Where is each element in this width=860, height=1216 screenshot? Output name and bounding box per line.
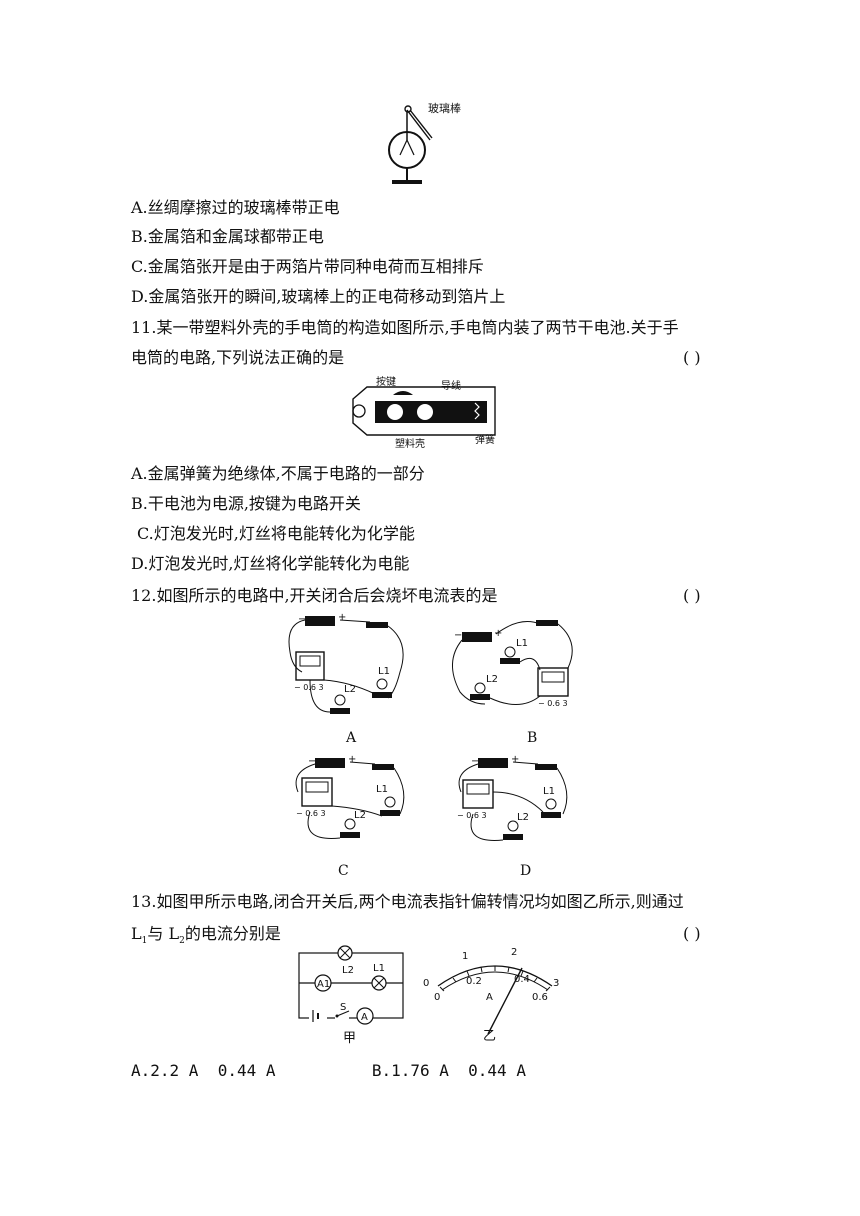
dial-inner-tick-2: 0.4 <box>514 974 530 985</box>
spring-label: 弹簧 <box>475 433 495 446</box>
svg-text:+: + <box>511 754 519 765</box>
circuit-b-l1: L1 <box>516 638 528 649</box>
svg-text:+: + <box>338 612 346 623</box>
dial-outer-tick-2: 2 <box>511 947 517 958</box>
circuit-jia-caption: 甲 <box>343 1031 357 1046</box>
lamp-l1-label: L1 <box>373 963 385 974</box>
dial-outer-tick-1: 1 <box>462 951 468 962</box>
q10-option-a: A.丝绸摩擦过的玻璃棒带正电 <box>131 198 340 217</box>
circuit-c-l2: L2 <box>354 810 366 821</box>
circuit-c-figure: − + L1 L2 − 0.6 3 <box>295 754 405 839</box>
q10-option-b: B.金属箔和金属球都带正电 <box>131 227 324 246</box>
q11-option-d: D.灯泡发光时,灯丝将化学能转化为电能 <box>131 554 410 573</box>
circuit-d-caption: D <box>520 863 532 879</box>
svg-text:−: − <box>471 756 479 767</box>
q13-options-line: A.2.2 A 0.44 A B.1.76 A 0.44 A <box>131 1061 526 1080</box>
circuit-a-l1: L1 <box>378 666 390 677</box>
lamp-l2-label: L2 <box>342 965 354 976</box>
circuit-c-l1: L1 <box>376 784 388 795</box>
q11-option-a: A.金属弹簧为绝缘体,不属于电路的一部分 <box>131 464 425 483</box>
meter-yi-caption: 乙 <box>483 1029 497 1044</box>
circuit-b-meter-ticks: − 0.6 3 <box>538 699 568 708</box>
q11-stem-line1: 11.某一带塑料外壳的手电筒的构造如图所示,手电筒内装了两节干电池.关于手 <box>131 318 679 337</box>
button-label: 按键 <box>376 375 396 388</box>
q12-answer-paren: ( ) <box>683 586 701 605</box>
dial-unit: A <box>486 992 493 1003</box>
svg-text:+: + <box>494 628 502 639</box>
q11-option-c: C.灯泡发光时,灯丝将电能转化为化学能 <box>137 524 415 543</box>
q12-stem: 12.如图所示的电路中,开关闭合后会烧坏电流表的是 <box>131 586 498 605</box>
circuit-d-figure: − + L1 L2 − 0.6 3 <box>457 754 568 841</box>
switch-s-label: S <box>340 1002 346 1013</box>
wire-label: 导线 <box>441 379 461 392</box>
circuit-a-meter-ticks: − 0.6 3 <box>294 683 324 692</box>
q11-option-b: B.干电池为电源,按键为电路开关 <box>131 494 361 513</box>
svg-text:−: − <box>308 756 316 767</box>
q11-answer-paren: ( ) <box>683 348 701 367</box>
circuit-jia-figure: A1 A L1 L2 S <box>298 945 404 1025</box>
circuit-d-l2: L2 <box>517 812 529 823</box>
q11-stem-line2: 电筒的电路,下列说法正确的是 <box>131 348 345 367</box>
glass-rod-label: 玻璃棒 <box>428 101 461 115</box>
circuit-c-meter-ticks: − 0.6 3 <box>296 809 326 818</box>
svg-text:+: + <box>348 754 356 765</box>
svg-text:−: − <box>298 614 306 625</box>
q10-option-d: D.金属箔张开的瞬间,玻璃棒上的正电荷移动到箔片上 <box>131 287 506 306</box>
circuit-d-meter-ticks: − 0.6 3 <box>457 811 487 820</box>
circuit-a-caption: A <box>346 730 357 746</box>
q10-option-c: C.金属箔张开是由于两箔片带同种电荷而互相排斥 <box>131 257 484 276</box>
electroscope-figure: 玻璃棒 <box>388 101 461 184</box>
ammeter-a1-label: A1 <box>317 979 330 990</box>
dial-outer-tick-3: 3 <box>553 978 559 989</box>
circuit-b-l2: L2 <box>486 674 498 685</box>
circuit-d-l1: L1 <box>543 786 555 797</box>
dial-inner-tick-0: 0 <box>434 992 440 1003</box>
shell-label: 塑料壳 <box>395 437 425 450</box>
q13-stem-line2: L1与 L2的电流分别是 <box>131 924 281 947</box>
dial-inner-tick-3: 0.6 <box>532 992 548 1003</box>
circuit-c-caption: C <box>338 863 349 879</box>
ammeter-a-label: A <box>361 1012 368 1023</box>
svg-text:−: − <box>454 630 462 641</box>
circuit-a-l2: L2 <box>344 684 356 695</box>
circuit-b-figure: − + L1 L2 − 0.6 3 <box>452 620 573 708</box>
circuit-b-caption: B <box>527 730 538 746</box>
q13-answer-paren: ( ) <box>683 924 701 943</box>
dial-outer-tick-0: 0 <box>423 978 429 989</box>
flashlight-figure: 按键 导线 塑料壳 弹簧 <box>352 375 496 450</box>
ammeter-dial-figure: 0 1 2 3 0 0.2 0.4 0.6 A <box>423 947 559 1035</box>
q13-stem-line1: 13.如图甲所示电路,闭合开关后,两个电流表指针偏转情况均如图乙所示,则通过 <box>131 892 684 911</box>
circuit-a-figure: − + L1 L2 − 0.6 3 <box>288 612 404 714</box>
dial-inner-tick-1: 0.2 <box>466 976 482 987</box>
